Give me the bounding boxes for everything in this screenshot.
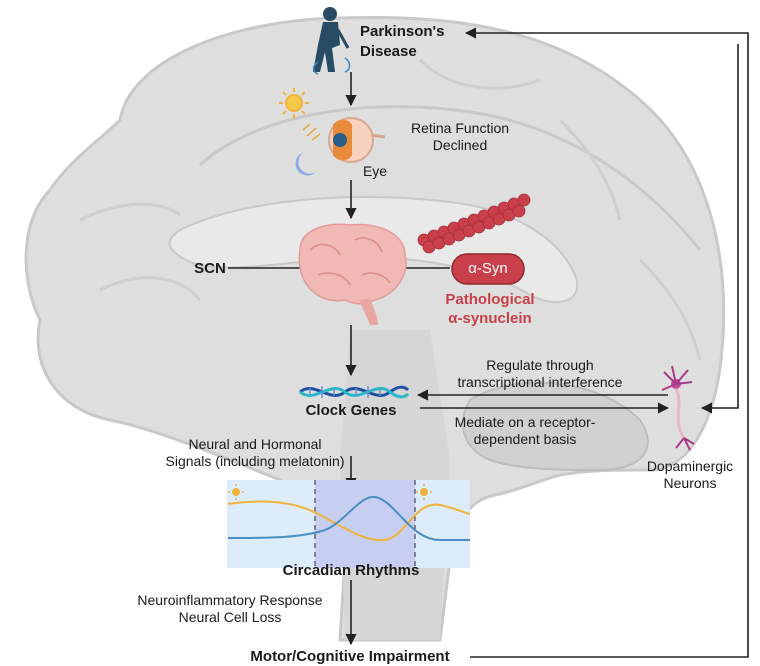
person-icon (312, 7, 351, 75)
circadian-label: Circadian Rhythms (282, 562, 420, 579)
feedback-loop-inner (700, 44, 739, 414)
connectors (228, 27, 749, 658)
asyn-badge-text: α-Syn (468, 260, 508, 277)
pathological-label: Pathological α-synuclein (445, 291, 535, 327)
retina-label: Retina Function Declined (410, 120, 510, 153)
fibril-icon (417, 193, 531, 254)
neural-hormonal-label: Neural and Hormonal Signals (including m… (165, 436, 345, 469)
eye-icon (328, 117, 386, 163)
parkinsons-label: Parkinson's Disease (360, 23, 445, 60)
eye-label: Eye (362, 163, 388, 179)
brain-icon (298, 223, 407, 325)
rhythm-icon (227, 480, 471, 568)
mediate-label: Mediate on a receptor- dependent basis (454, 414, 596, 447)
feedback-loop-outer (464, 27, 749, 658)
asyn-badge (451, 253, 525, 285)
clock-genes-label: Clock Genes (305, 402, 397, 419)
regulate-label: Regulate through transcriptional interfe… (457, 357, 623, 390)
scn-label: SCN (194, 260, 226, 277)
neuron-icon (661, 365, 695, 451)
motor-label: Motor/Cognitive Impairment (250, 648, 450, 665)
moon-icon (295, 152, 316, 176)
dna-icon (299, 385, 410, 399)
sun-icon (279, 88, 321, 141)
dopaminergic-label: Dopaminergic Neurons (646, 458, 734, 491)
neuroinflammatory-label: Neuroinflammatory Response Neural Cell L… (137, 592, 323, 625)
